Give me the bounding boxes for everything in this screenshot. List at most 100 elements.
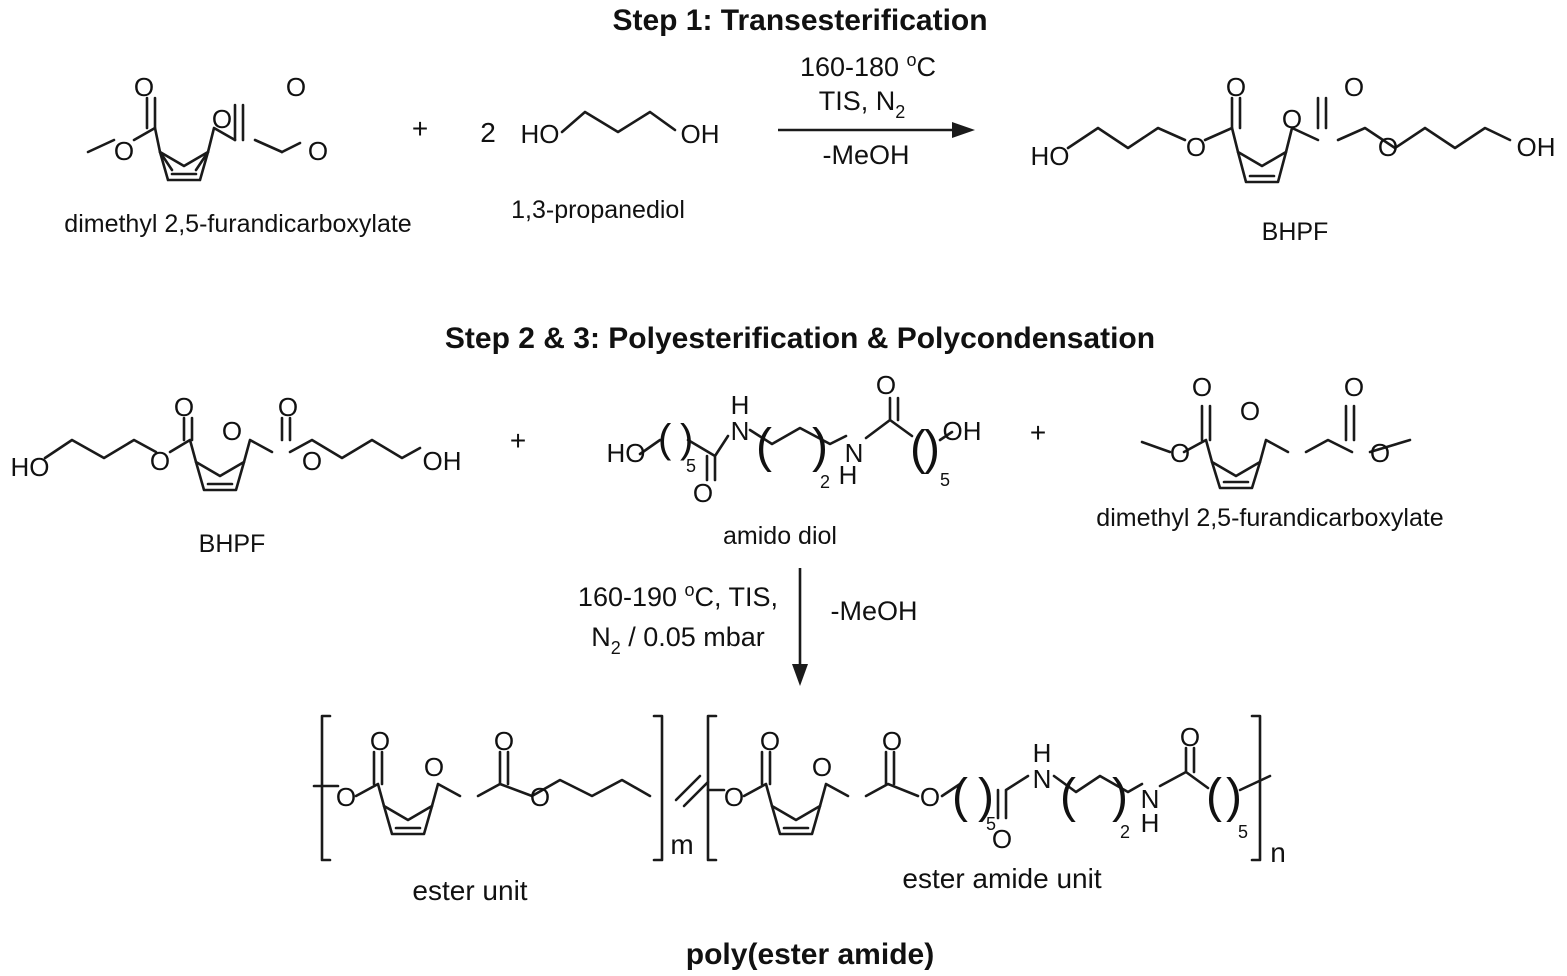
reactant2-label-row2: amido diol: [723, 522, 837, 550]
bhpf-o-carbonyl-right: O: [1344, 72, 1364, 102]
poly-o-amide-top: O: [1180, 722, 1200, 752]
step1-title: Step 1: Transesterification: [612, 4, 987, 37]
propanediol-ho: HO: [521, 119, 560, 149]
step1-conditions-catalyst: TIS, N2: [819, 86, 906, 122]
amido-paren-right-2: ): [812, 420, 828, 473]
poly-h-top: H: [1033, 738, 1052, 768]
dmfdca-structure-row2: [1140, 404, 1412, 490]
bhpf2-o-ester-left: O: [150, 446, 170, 476]
amido-subscript-5a: 5: [686, 456, 696, 476]
bhpf-o-ester-right: O: [1378, 132, 1398, 162]
amido-subscript-2: 2: [820, 472, 830, 492]
product-label-poly: poly(ester amide): [686, 938, 934, 971]
bhpf2-o-carbonyl-left: O: [174, 392, 194, 422]
amido-n-right: N: [845, 438, 864, 468]
poly-paren-right-1: ): [978, 770, 994, 823]
reactant2-label: 1,3-propanediol: [511, 196, 685, 224]
bhpf-structure-row2: [43, 416, 422, 492]
bhpf-ho: HO: [1031, 141, 1070, 171]
amido-oh: OH: [943, 416, 982, 446]
poly-o-ester-4: O: [920, 782, 940, 812]
poly-h-bottom: H: [1141, 808, 1160, 838]
bhpf-o-ester-left: O: [1186, 132, 1206, 162]
unit2-label: ester amide unit: [902, 863, 1101, 894]
step2-conditions-line1: 160-190 oC, TIS,: [578, 580, 778, 612]
amido-paren-right-1: ): [680, 417, 693, 461]
plus-sign-row2-a: +: [510, 425, 526, 456]
amido-h-bottom: H: [839, 460, 858, 490]
poly-paren-left-1: (: [952, 770, 968, 823]
dmfdca2-o-ester-left: O: [1170, 438, 1190, 468]
poly-o-carbonyl-2: O: [494, 726, 514, 756]
step1-conditions-temp: 160-180 oC: [800, 50, 936, 82]
repeat-n: n: [1270, 837, 1286, 868]
reactant1-label: dimethyl 2,5-furandicarboxylate: [64, 210, 411, 238]
bhpf2-o-ring: O: [222, 416, 242, 446]
poly-paren-left-3: (: [1206, 770, 1222, 823]
poly-paren-left-2: (: [1060, 770, 1076, 823]
poly-o-ester-3: O: [724, 782, 744, 812]
coefficient-2: 2: [480, 117, 496, 148]
amido-o-bottom: O: [693, 478, 713, 508]
bhpf2-ho: HO: [11, 452, 50, 482]
poly-paren-right-2: ): [1112, 770, 1128, 823]
product-label-bhpf: BHPF: [1262, 218, 1329, 246]
poly-o-amide-bottom: O: [992, 824, 1012, 854]
step2-conditions-line2: N2 / 0.05 mbar: [591, 622, 765, 658]
poly-o-ring-2: O: [812, 752, 832, 782]
poly-subscript-5a: 5: [986, 814, 996, 834]
amido-ho: HO: [607, 438, 646, 468]
step2-title: Step 2 & 3: Polyesterification & Polycon…: [445, 322, 1155, 355]
amido-paren-right-3: ): [924, 422, 940, 475]
reactant1-label-row2: BHPF: [199, 530, 266, 558]
polymer-ester-unit-structure: [312, 714, 710, 862]
poly-n-right: N: [1141, 784, 1160, 814]
bhpf-o-ring: O: [1282, 104, 1302, 134]
step2-byproduct: -MeOH: [831, 596, 918, 626]
plus-sign-row2-b: +: [1030, 417, 1046, 448]
dmfdca-o-ester-left: O: [114, 136, 134, 166]
bhpf-structure-top: [1066, 96, 1512, 184]
dmfdca-structure-top: [86, 96, 302, 182]
amido-paren-left-2: (: [756, 420, 772, 473]
step2-arrow: [792, 568, 808, 686]
amido-paren-left-3: (: [910, 422, 926, 475]
dmfdca-o-ring: O: [212, 104, 232, 134]
dmfdca2-o-carbonyl-right: O: [1344, 372, 1364, 402]
amido-subscript-5b: 5: [940, 470, 950, 490]
poly-o-ring-1: O: [424, 752, 444, 782]
amido-n-left: N: [731, 416, 750, 446]
poly-subscript-2: 2: [1120, 822, 1130, 842]
bhpf2-o-ester-right: O: [302, 446, 322, 476]
poly-o-carbonyl-3: O: [760, 726, 780, 756]
poly-o-ester-2: O: [530, 782, 550, 812]
dmfdca-o-carbonyl-left: O: [134, 72, 154, 102]
step1-byproduct: -MeOH: [823, 140, 910, 170]
dmfdca-o-carbonyl-right: O: [286, 72, 306, 102]
bhpf-oh: OH: [1517, 132, 1556, 162]
dmfdca2-o-ester-right: O: [1370, 438, 1390, 468]
reactant3-label-row2: dimethyl 2,5-furandicarboxylate: [1096, 504, 1443, 532]
amido-paren-left-1: (: [658, 417, 672, 461]
dmfdca-o-ester-right: O: [308, 136, 328, 166]
poly-n-left: N: [1033, 764, 1052, 794]
polymer-ester-amide-unit-structure: [706, 714, 1272, 862]
amido-h-top: H: [731, 390, 750, 420]
plus-sign-step1: +: [412, 113, 428, 144]
amido-diol-structure: [638, 396, 954, 482]
amido-o-top: O: [876, 370, 896, 400]
propanediol-oh: OH: [681, 119, 720, 149]
poly-paren-right-3: ): [1226, 770, 1242, 823]
dmfdca2-o-carbonyl-left: O: [1192, 372, 1212, 402]
step1-arrow: [778, 122, 975, 138]
propanediol-structure: [560, 110, 677, 134]
poly-o-ester-left: O: [336, 782, 356, 812]
poly-o-carbonyl-4: O: [882, 726, 902, 756]
repeat-m: m: [670, 829, 693, 860]
dmfdca2-o-ring: O: [1240, 396, 1260, 426]
poly-o-carbonyl-1: O: [370, 726, 390, 756]
bhpf-o-carbonyl-left: O: [1226, 72, 1246, 102]
poly-subscript-5b: 5: [1238, 822, 1248, 842]
unit1-label: ester unit: [412, 875, 527, 906]
